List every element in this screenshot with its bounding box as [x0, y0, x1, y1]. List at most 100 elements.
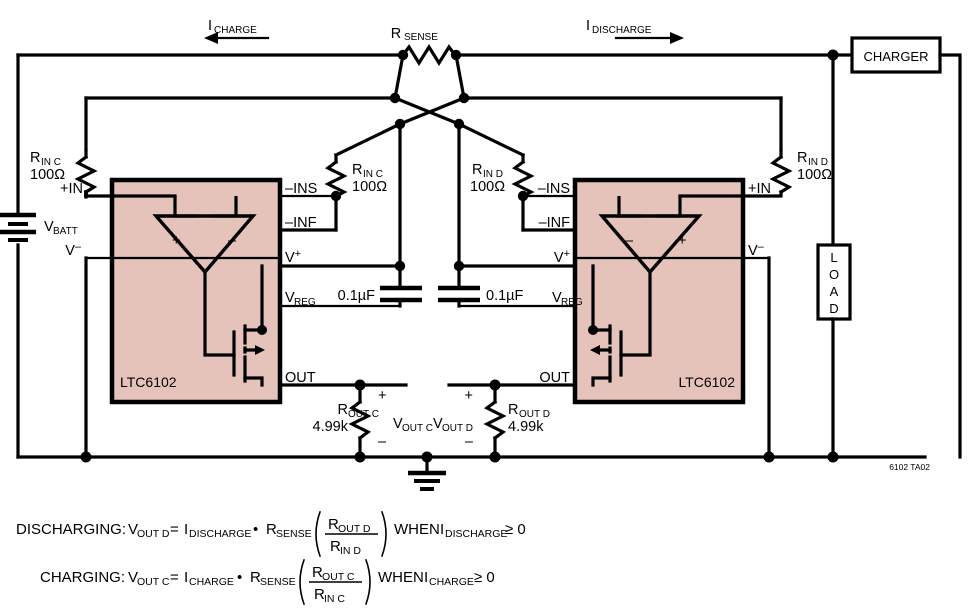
eq-d-cond-main: I	[440, 521, 444, 538]
svg-text:WHEN: WHEN	[394, 521, 440, 538]
svg-text:CHARGE: CHARGE	[189, 576, 234, 588]
svg-text:I: I	[208, 18, 212, 34]
svg-text:V: V	[393, 416, 403, 432]
rin-d-center-sub: IN D	[483, 169, 503, 180]
eq-d-den-sub: IN D	[340, 545, 361, 557]
icharge-arrow	[204, 32, 270, 44]
svg-text:R: R	[472, 162, 482, 178]
svg-text:R: R	[30, 150, 40, 166]
svg-text:CHARGE: CHARGE	[214, 25, 257, 36]
vout-c-minus: –	[378, 434, 387, 450]
pin-right-vreg-sub: REG	[561, 297, 583, 308]
svg-text:OUT C: OUT C	[322, 571, 355, 583]
svg-text:V–: V–	[748, 241, 765, 259]
svg-text:=: =	[170, 521, 179, 538]
rout-d-main: R	[508, 402, 518, 418]
eq-c-lhs-main: V	[128, 569, 138, 586]
vbatt-label: V BATT	[44, 219, 78, 237]
svg-text:REG: REG	[294, 297, 316, 308]
eq-d-den-main: R	[330, 538, 341, 555]
svg-text:SENSE: SENSE	[260, 576, 296, 588]
rin-c-left-sub: IN C	[41, 157, 61, 168]
svg-text:V+: V+	[554, 248, 570, 266]
opamp-left-plus: +	[172, 233, 180, 249]
pin-right-out: OUT	[539, 370, 570, 386]
icharge-label: I CHARGE	[208, 18, 257, 36]
svg-text:SENSE: SENSE	[276, 528, 312, 540]
svg-text:IN D: IN D	[340, 545, 361, 557]
svg-text:DISCHARGE: DISCHARGE	[445, 528, 507, 540]
svg-text:100Ω: 100Ω	[470, 179, 505, 195]
rin-d-right-sub: IN D	[808, 157, 828, 168]
pin-left-minus-inf: –INF	[285, 215, 317, 231]
left-chip-internal-opamp: + –	[152, 196, 257, 355]
svg-text:V: V	[433, 416, 443, 432]
right-chip-internal-mosfet	[588, 264, 652, 387]
svg-text:V–: V–	[65, 241, 82, 259]
idischarge-label: I DISCHARGE	[586, 18, 652, 36]
svg-text:I: I	[424, 569, 428, 586]
eq-c-den-main: R	[314, 586, 325, 603]
eq-c-den-sub: IN C	[324, 593, 345, 605]
svg-text:R: R	[508, 402, 518, 418]
ltc6102-right-package	[572, 177, 746, 405]
charger-block: CHARGER	[827, 36, 962, 459]
rin-c-left-main: R	[30, 150, 40, 166]
opamp-left-minus: –	[228, 233, 237, 249]
svg-text:100Ω: 100Ω	[352, 179, 387, 195]
load-letter-1: O	[829, 267, 839, 282]
ltc6102-right-label: LTC6102	[678, 374, 735, 390]
vout-c-main: V	[393, 416, 403, 432]
pin-right-vminus-sup: –	[758, 241, 765, 253]
pin-left-vminus-sup: –	[75, 241, 82, 253]
pin-right-vreg-main: V	[552, 290, 562, 306]
vout-d-minus: –	[465, 434, 474, 450]
idischarge-sub: DISCHARGE	[592, 25, 652, 36]
svg-text:I: I	[184, 569, 188, 586]
svg-text:IN D: IN D	[808, 157, 828, 168]
ltc6102-left-package	[109, 177, 283, 405]
svg-text:4.99k: 4.99k	[313, 419, 349, 435]
pin-right-minus-inf: –INF	[539, 215, 571, 231]
svg-text:R: R	[314, 586, 325, 603]
idischarge-main: I	[586, 18, 590, 34]
rsense-label: R SENSE	[391, 26, 438, 43]
ltc6102-left-label: LTC6102	[120, 374, 177, 390]
left-chip-pins: +IN V– –INS –INF V+ V REG OUT	[60, 181, 402, 459]
rout-c-sub: OUT C	[348, 409, 379, 420]
rin-c-center-main: R	[352, 162, 362, 178]
eq-d-num-sub: OUT D	[338, 523, 371, 535]
svg-text:R: R	[250, 569, 261, 586]
eq-c-num-sub: OUT C	[322, 571, 355, 583]
eq-d-t1-main: I	[184, 521, 188, 538]
equation-charging: CHARGING: V OUT C = I CHARGE • R SENSE R…	[40, 558, 495, 606]
pin-right-plus-in: +IN	[748, 181, 771, 197]
svg-text:SENSE: SENSE	[404, 32, 438, 43]
kelvin-crossing-wires	[333, 95, 526, 268]
rin-c-center-resistor	[324, 159, 348, 232]
eq-d-when: WHEN	[394, 521, 440, 538]
rsense-resistor	[393, 43, 466, 100]
load-letter-0: L	[830, 250, 837, 265]
eq-d-lhs-main: V	[128, 521, 138, 538]
rin-d-right-value: 100Ω	[797, 167, 832, 183]
vout-d-sub: OUT D	[442, 423, 473, 434]
right-chip-internal-opamp: – +	[598, 196, 703, 355]
svg-text:≥ 0: ≥ 0	[474, 569, 495, 586]
svg-text:OUT D: OUT D	[137, 528, 170, 540]
svg-text:R: R	[352, 162, 362, 178]
svg-text:CHARGING:: CHARGING:	[40, 569, 125, 586]
svg-text:IN C: IN C	[324, 593, 345, 605]
icharge-sub: CHARGE	[214, 25, 257, 36]
pin-left-vminus-main: V	[65, 243, 75, 259]
svg-text:R: R	[266, 521, 277, 538]
ground-symbol	[408, 451, 446, 491]
svg-text:I: I	[586, 18, 590, 34]
load-letter-2: A	[830, 284, 839, 299]
svg-text:DISCHARGING:: DISCHARGING:	[16, 521, 126, 538]
eq-d-equals: =	[170, 521, 179, 538]
svg-text:OUT D: OUT D	[338, 523, 371, 535]
eq-c-equals: =	[170, 569, 179, 586]
eq-c-num-main: R	[312, 564, 323, 581]
sense-tap-rails	[84, 92, 783, 152]
